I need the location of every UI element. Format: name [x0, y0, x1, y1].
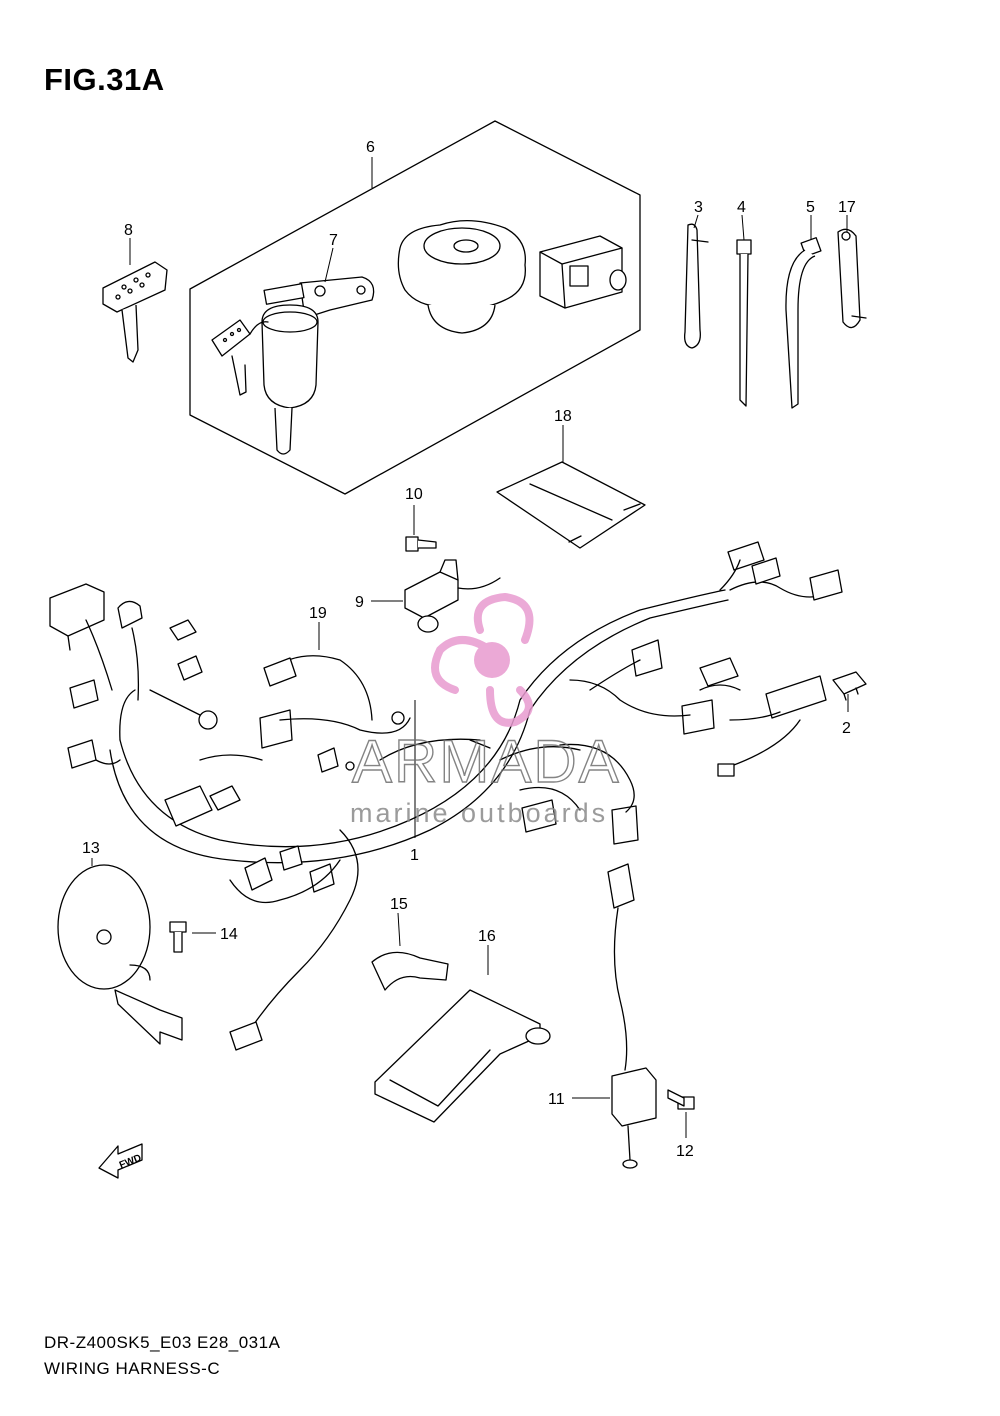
- switch-11-drawing: [607, 863, 657, 1169]
- callout-4: 4: [737, 199, 746, 216]
- callout-9: 9: [355, 594, 364, 611]
- callout-6: 6: [366, 139, 375, 156]
- armada-logo-icon: [431, 592, 534, 727]
- callout-1: 1: [410, 847, 419, 864]
- fuse-2-drawing: [832, 671, 867, 701]
- leader-15: [397, 912, 401, 947]
- seat-lock-drawing: [539, 235, 627, 309]
- callout-18: 18: [554, 408, 572, 425]
- callout-7: 7: [329, 232, 338, 249]
- bracket-16-drawing: [374, 989, 551, 1123]
- lock-set-group: 6 7: [189, 120, 641, 495]
- callout-17: 17: [838, 199, 856, 216]
- bolt-10-drawing: [405, 536, 437, 552]
- callout-13: 13: [82, 840, 100, 857]
- cable-tie-5-drawing: [785, 237, 822, 409]
- key-drawing: [102, 261, 168, 363]
- horn-13-drawing: [57, 864, 183, 1045]
- callout-19: 19: [309, 605, 327, 622]
- callout-16: 16: [478, 928, 496, 945]
- fwd-arrow-icon: FWD: [98, 1143, 143, 1179]
- leader-3: [693, 214, 699, 229]
- clamp-17-drawing: [837, 228, 867, 329]
- wiring-harness-drawing: [49, 541, 843, 1051]
- leader-4: [741, 214, 745, 241]
- figure-code: DR-Z400SK5_E03 E28_031A: [44, 1333, 281, 1352]
- fuel-cap-drawing: [397, 220, 526, 334]
- callout-14: 14: [220, 926, 238, 943]
- bolt-12-drawing: [667, 1089, 695, 1110]
- callout-10: 10: [405, 486, 423, 503]
- cover-15-drawing: [371, 951, 449, 991]
- callout-3: 3: [694, 199, 703, 216]
- bolt-14-drawing: [169, 921, 187, 953]
- figure-name: WIRING HARNESS-C: [44, 1359, 221, 1378]
- callout-15: 15: [390, 896, 408, 913]
- watermark-tagline: marine outboards: [350, 798, 608, 828]
- leader-7: [324, 247, 334, 283]
- lock-set-frame: [189, 120, 641, 495]
- armada-logo-hub-icon: [474, 642, 510, 678]
- callout-5: 5: [806, 199, 815, 216]
- callout-11: 11: [548, 1091, 565, 1108]
- switch-9-drawing: [404, 559, 501, 633]
- clamp-3-drawing: [684, 223, 709, 349]
- watermark: ARMADA marine outboards: [350, 592, 621, 828]
- label-18-drawing: [496, 461, 646, 549]
- cable-tie-4-drawing: [736, 239, 752, 407]
- callout-12: 12: [676, 1143, 694, 1160]
- callout-2: 2: [842, 720, 851, 737]
- figure-title: FIG.31A: [44, 62, 165, 97]
- ignition-switch-drawing: [211, 276, 375, 455]
- callout-8: 8: [124, 222, 133, 239]
- watermark-brand: ARMADA: [352, 728, 621, 795]
